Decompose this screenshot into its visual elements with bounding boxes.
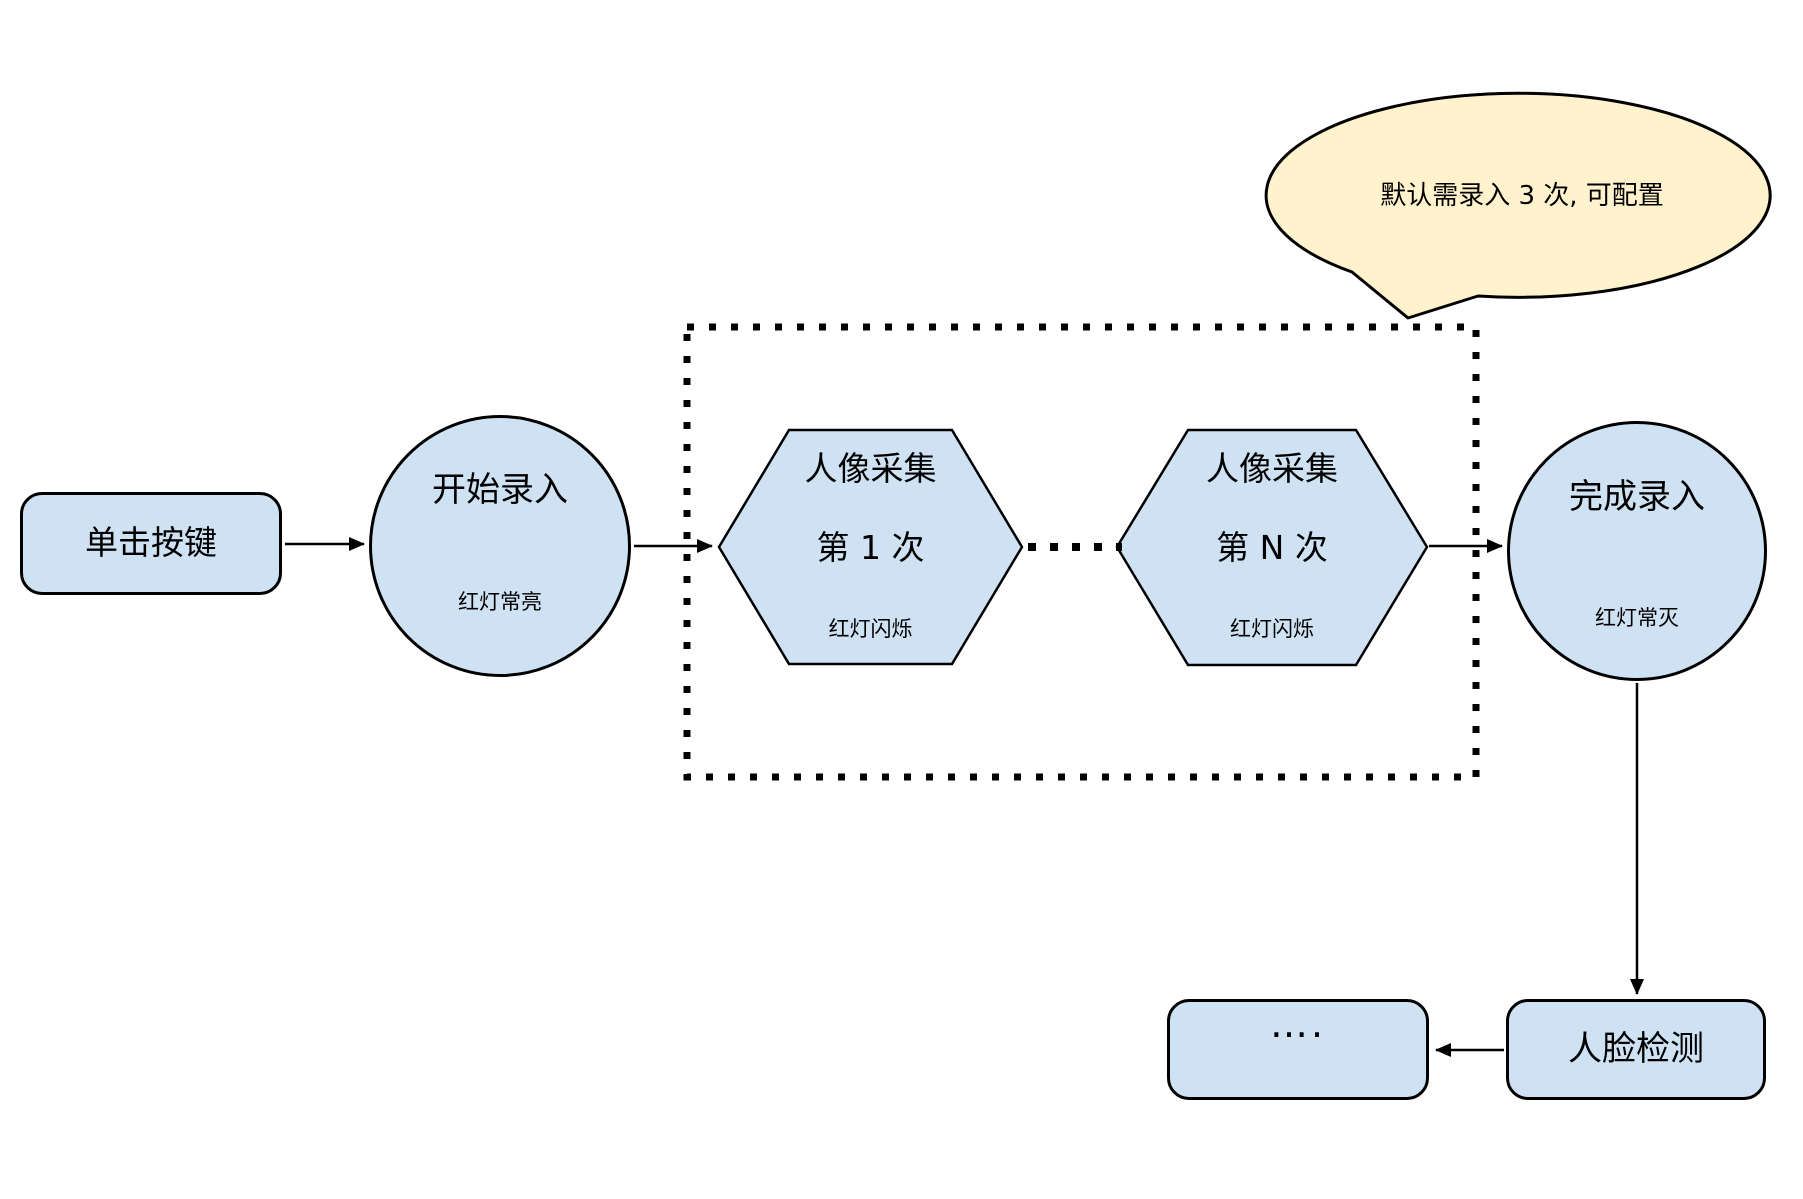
capture-nth-subtitle: 红灯闪烁 (1230, 617, 1314, 641)
callout-bubble[interactable] (1264, 91, 1772, 320)
finish-enroll-subtitle: 红灯常灭 (1595, 606, 1679, 630)
capture-first-line1: 人像采集 (804, 449, 937, 488)
start-enroll-node[interactable] (369, 415, 631, 677)
capture-nth-line2: 第 N 次 (1216, 528, 1328, 567)
click-button-label: 单击按键 (85, 523, 217, 562)
repeat-group-dotted-box (683, 323, 1480, 781)
face-detect-label: 人脸检测 (1568, 1029, 1704, 1069)
capture-first-hexagon[interactable] (717, 428, 1024, 666)
more-steps-node[interactable] (1167, 999, 1429, 1100)
capture-nth-line1: 人像采集 (1206, 449, 1338, 488)
callout-text: 默认需录入 3 次, 可配置 (1380, 181, 1664, 211)
capture-first-line2: 第 1 次 (816, 528, 925, 567)
start-enroll-subtitle: 红灯常亮 (458, 590, 542, 614)
capture-nth-hexagon[interactable] (1115, 428, 1429, 667)
face-detect-node[interactable] (1506, 999, 1766, 1100)
finish-enroll-title: 完成录入 (1569, 477, 1705, 517)
start-enroll-title: 开始录入 (432, 470, 568, 510)
more-steps-label: …. (1269, 1002, 1327, 1046)
finish-enroll-node[interactable] (1507, 421, 1767, 681)
capture-first-subtitle: 红灯闪烁 (828, 617, 913, 641)
click-button-node[interactable] (20, 492, 282, 595)
